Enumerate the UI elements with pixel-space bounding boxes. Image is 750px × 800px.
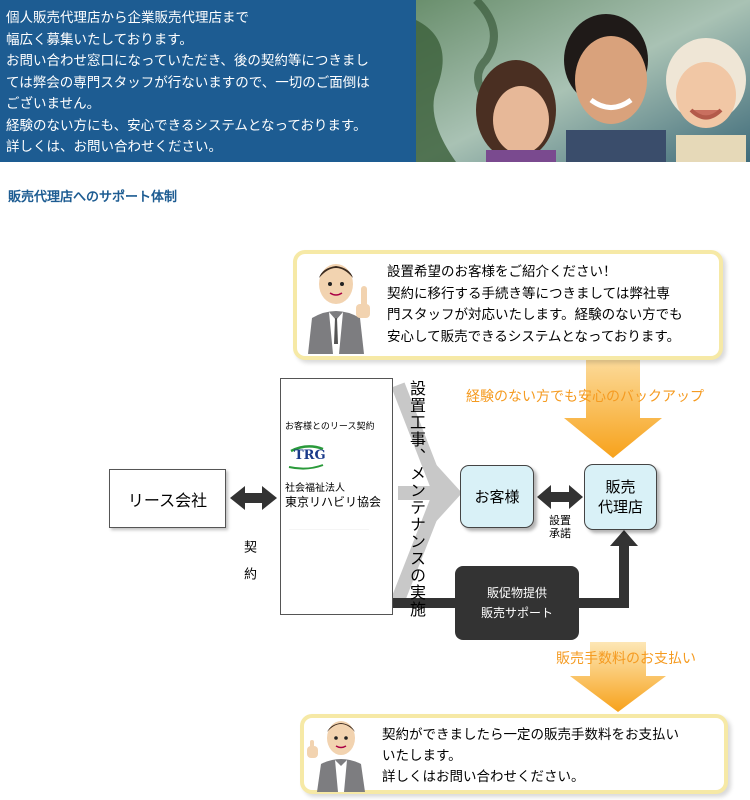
dealer-line: 販売 — [605, 478, 636, 496]
support-arrow — [393, 530, 638, 608]
logo-text: TRG — [294, 448, 326, 463]
orange-down-arrow-icon — [564, 338, 662, 458]
bubble-line: 契約ができましたら一定の販売手数料をお支払い — [382, 727, 679, 743]
installation-maintenance-label: 設置工事、メンテナンスの実施 — [407, 380, 426, 618]
installation-approval-label: 設置承諾 — [549, 514, 571, 540]
banner-line: 詳しくは、お問い合わせください。 — [6, 139, 222, 155]
lease-company-box: リース会社 — [109, 469, 226, 528]
bubble-line: 詳しくはお問い合わせください。 — [382, 769, 585, 785]
family-photo — [416, 0, 750, 162]
sales-support-box: 販促物提供 販売サポート — [455, 566, 579, 640]
commission-payment-label: 販売手数料のお支払い — [556, 651, 696, 667]
dealer-line: 代理店 — [597, 498, 643, 516]
faint-image — [289, 529, 369, 555]
trg-logo: TRG — [287, 441, 327, 471]
backup-label: 経験のない方でも安心のバックアップ — [466, 389, 704, 405]
banner-line: 幅広く募集いたしております。 — [6, 31, 193, 48]
contract-label: 契約 — [241, 540, 256, 594]
lease-contract-label: お客様とのリース契約 — [285, 422, 375, 432]
promo-line: 販売サポート — [480, 606, 553, 620]
banner-line: お問い合わせ窓口になっていただき、後の契約等につきまし — [6, 53, 369, 69]
top-bubble-text: 設置希望のお客様をご紹介ください！ 契約に移行する手続き等につきましては弊社専 … — [387, 262, 717, 348]
bubble-line: 安心して販売できるシステムとなっております。 — [387, 328, 681, 345]
banner-line: ございません。 — [6, 96, 101, 112]
banner-line: 経験のない方にも、安心できるシステムとなっております。 — [6, 117, 367, 134]
org-type: 社会福祉法人 — [285, 483, 345, 494]
bubble-line: いたします。 — [382, 748, 462, 764]
orange-down-arrow-icon — [570, 642, 666, 712]
sales-agent-box: 販売 代理店 — [584, 464, 657, 530]
banner-line: ては弊会の専門スタッフが行ないますので、一切のご面倒は — [6, 74, 370, 91]
bubble-line: 契約に移行する手続き等につきましては弊社専 — [387, 285, 670, 302]
double-arrow-icon — [537, 485, 583, 509]
gray-arrow-tip — [432, 460, 462, 526]
banner-text: 個人販売代理店から企業販売代理店まで 幅広く募集いたしております。 お問い合わせ… — [6, 8, 416, 159]
gray-chevron-arrow — [391, 382, 448, 603]
businessman-pointing-icon — [308, 264, 370, 354]
bubble-line: 設置希望のお客様をご紹介ください！ — [387, 264, 617, 280]
org-name: 東京リハビリ協会 — [285, 495, 382, 509]
businessman-thumbs-icon — [307, 721, 365, 792]
bottom-bubble-text: 契約ができましたら一定の販売手数料をお支払い いたします。 詳しくはお問い合わせ… — [382, 725, 722, 788]
bubble-line: 門スタッフが対応いたします。経験のない方でも — [387, 307, 683, 323]
bottom-speech-bubble — [300, 714, 728, 794]
banner-line: 個人販売代理店から企業販売代理店まで — [6, 10, 249, 26]
customer-box: お客様 — [460, 465, 534, 528]
section-title: 販売代理店へのサポート体制 — [8, 190, 178, 205]
double-arrow-icon — [230, 486, 277, 510]
promo-line: 販促物提供 — [486, 586, 547, 600]
association-box: お客様とのリース契約 TRG 社会福祉法人 東京リハビリ協会 — [280, 378, 393, 615]
